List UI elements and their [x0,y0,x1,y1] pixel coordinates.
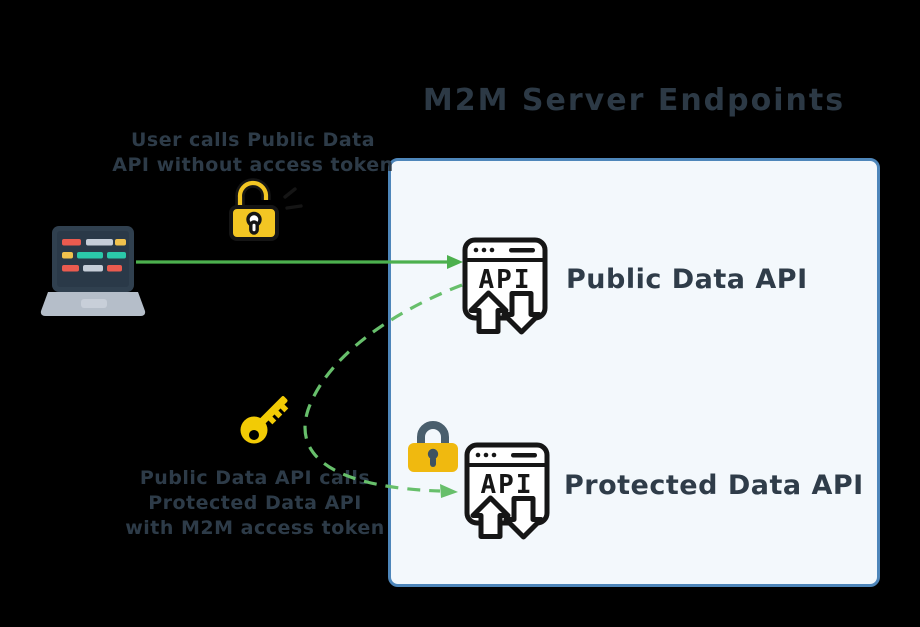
api-icon-text: API [479,265,532,295]
diagram-title: M2M Server Endpoints [422,83,846,118]
api-icon-text: API [481,470,534,500]
user-call-line2: API without access token [112,154,394,176]
api-window-icon: API [462,237,548,335]
protected-data-api-label: Protected Data API [564,470,864,501]
user-call-annotation: User calls Public Data API without acces… [100,128,406,178]
m2m-call-line3: with M2M access token [125,517,385,539]
lock-icon [408,421,458,472]
download-arrow-icon [501,291,542,335]
public-data-api-label: Public Data API [566,264,808,295]
m2m-call-line2: Protected Data API [148,492,362,514]
m2m-call-line1: Public Data API calls [139,467,371,489]
user-call-line1: User calls Public Data [130,129,376,151]
upload-arrow-icon [470,495,511,539]
key-icon [240,396,289,444]
download-arrow-icon [503,496,544,540]
m2m-server-endpoints-box [388,158,880,587]
unlock-icon [229,178,303,241]
upload-arrow-icon [468,290,509,334]
laptop-icon [40,226,146,316]
api-window-icon: API [464,442,550,540]
m2m-call-annotation: Public Data API calls Protected Data API… [95,466,415,541]
